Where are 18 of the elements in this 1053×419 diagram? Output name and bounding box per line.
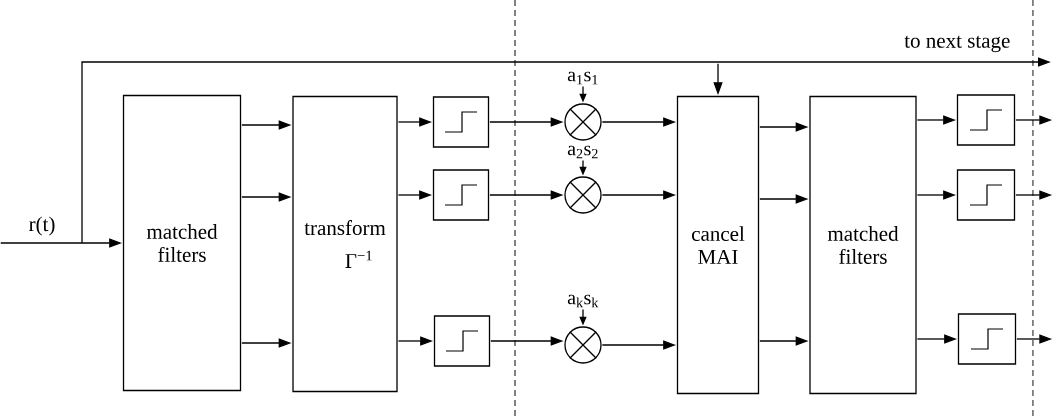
signal-label: to next stage (904, 35, 1010, 53)
multiplier-symbol (564, 326, 602, 364)
multiplier-symbol (564, 176, 602, 214)
process-box: matched filters (122, 94, 242, 392)
process-box: cancel MAI (676, 95, 760, 395)
threshold-box (956, 169, 1016, 221)
process-box: matched filters (809, 95, 917, 395)
signal-label: a$_{k}$s$_{k}$ (567, 294, 599, 308)
process-box: transform Γ$^{−1}$ (292, 95, 398, 393)
threshold-box (432, 96, 490, 148)
signal-label: a$_{2}$s$_{2}$ (567, 145, 598, 159)
threshold-box (432, 169, 490, 221)
threshold-box (433, 315, 491, 367)
threshold-box (956, 94, 1016, 146)
multiplier-symbol (564, 103, 602, 141)
threshold-box (957, 313, 1017, 365)
signal-label: a$_{1}$s$_{1}$ (567, 71, 598, 85)
edge-label: r(t) (27, 215, 57, 237)
